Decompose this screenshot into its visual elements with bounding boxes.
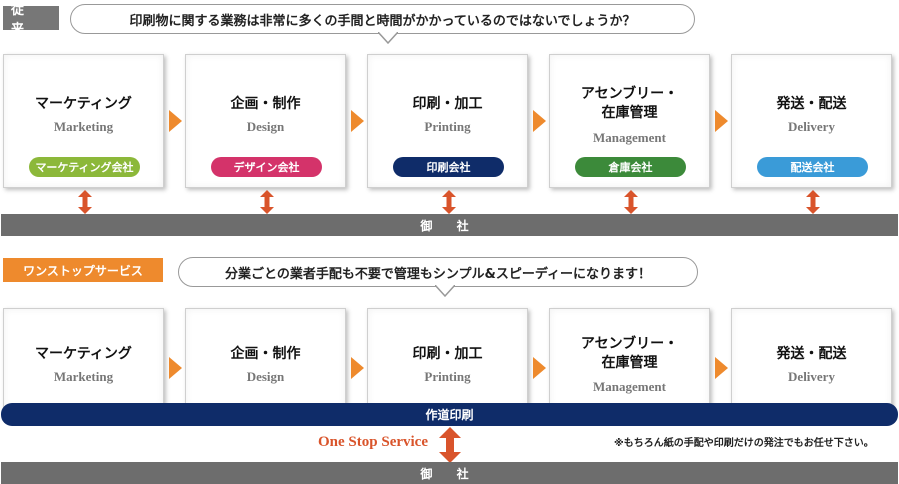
step-box-printing: 印刷・加工 Printing [367,308,528,408]
company-pill: 配送会社 [757,157,868,177]
company-pill: 倉庫会社 [575,157,686,177]
step-title: 発送・配送 [776,96,847,112]
step-title: アセンブリー・ 在庫管理 [580,86,679,121]
speech-bubble-traditional: 印刷物に関する業務は非常に多くの手間と時間がかかっているのではないでしょうか？ [70,4,695,34]
step-subtitle: Marketing [53,119,114,134]
step-subtitle: Management [593,130,666,145]
step-subtitle: Printing [424,369,471,384]
flow-arrow-icon [169,357,182,379]
double-arrow-icon [806,190,820,214]
double-arrow-icon [260,190,274,214]
step-subtitle: Printing [424,119,471,134]
flow-arrow-icon [715,357,728,379]
step-title: 企画・制作 [230,346,301,362]
step-box-management: アセンブリー・ 在庫管理 Management [549,308,710,408]
provider-bar: 作道印刷 [1,403,898,426]
bubble-tail-icon [378,32,398,44]
footnote: ※もちろん紙の手配や印刷だけの発注でもお任せ下さい。 [614,438,874,449]
one-stop-service-label: One Stop Service [318,434,428,450]
flow-arrow-icon [351,357,364,379]
client-bar: 御 社 [1,462,898,484]
step-subtitle: Marketing [53,369,114,384]
step-title: マーケティング [35,346,132,362]
double-arrow-icon [624,190,638,214]
step-box-design: 企画・制作 Design デザイン会社 [185,54,346,188]
step-title: 発送・配送 [776,346,847,362]
step-subtitle: Design [246,369,285,384]
step-title: 印刷・加工 [412,96,483,112]
company-pill: マーケティング会社 [29,157,140,177]
step-subtitle: Design [246,119,285,134]
double-arrow-icon [442,190,456,214]
step-box-delivery: 発送・配送 Delivery [731,308,892,408]
step-title: 印刷・加工 [412,346,483,362]
step-box-printing: 印刷・加工 Printing 印刷会社 [367,54,528,188]
company-pill: デザイン会社 [211,157,322,177]
flow-arrow-icon [533,110,546,132]
client-bar: 御 社 [1,214,898,236]
step-subtitle: Management [593,379,666,394]
step-title: 企画・制作 [230,96,301,112]
company-pill: 印刷会社 [393,157,504,177]
step-box-management: アセンブリー・ 在庫管理 Management 倉庫会社 [549,54,710,188]
step-title: マーケティング [35,96,132,112]
step-subtitle: Delivery [788,119,835,134]
flow-arrow-icon [351,110,364,132]
double-arrow-icon [78,190,92,214]
speech-bubble-one-stop: 分業ごとの業者手配も不要で管理もシンプル&スピーディーになります！ [178,257,698,287]
flow-arrow-icon [715,110,728,132]
step-box-marketing: マーケティング Marketing マーケティング会社 [3,54,164,188]
flow-arrow-icon [169,110,182,132]
bubble-text: 印刷物に関する業務は非常に多くの手間と時間がかかっているのではないでしょうか？ [129,13,636,29]
step-box-delivery: 発送・配送 Delivery 配送会社 [731,54,892,188]
bubble-text: 分業ごとの業者手配も不要で管理もシンプル&スピーディーになります！ [225,266,651,282]
flow-arrow-icon [533,357,546,379]
step-box-marketing: マーケティング Marketing [3,308,164,408]
step-title: アセンブリー・ 在庫管理 [580,336,679,371]
tag-one-stop: ワンストップサービス [3,258,163,282]
big-double-arrow-icon [439,427,461,463]
tag-traditional: 従 来 [3,3,59,37]
step-subtitle: Delivery [788,369,835,384]
bubble-tail-icon [435,285,455,297]
step-box-design: 企画・制作 Design [185,308,346,408]
